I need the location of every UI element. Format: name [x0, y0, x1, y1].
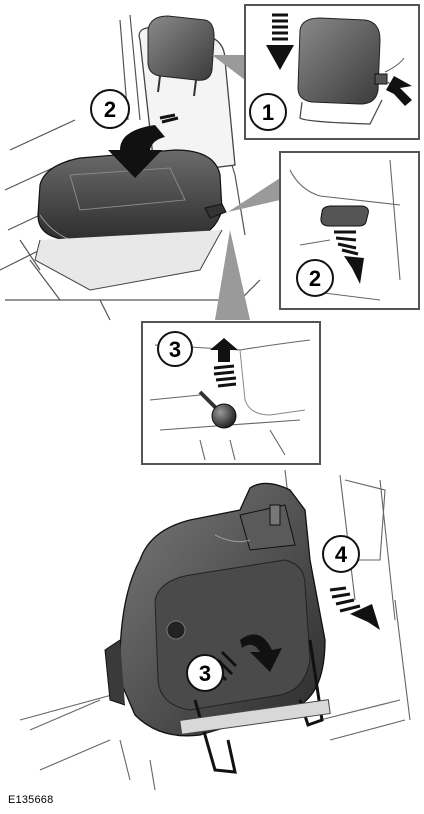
top-scene: 2: [0, 15, 280, 320]
figure-id-label: E135668: [8, 794, 53, 806]
callout-step-1: 1: [250, 94, 286, 130]
svg-text:2: 2: [309, 266, 321, 291]
svg-text:3: 3: [199, 661, 211, 686]
tumble-seat-arrow: [330, 588, 380, 630]
folded-seat: [105, 483, 325, 735]
inset-cushion-release: 2: [280, 152, 419, 309]
callout-step-3-lever: 3: [158, 332, 192, 366]
svg-text:4: 4: [335, 542, 348, 567]
inset-lever: 3: [142, 322, 320, 464]
svg-text:2: 2: [104, 97, 116, 122]
inset-headrest: 1: [245, 5, 419, 139]
svg-text:3: 3: [169, 337, 181, 362]
callout-step-2-cushion: 2: [297, 260, 333, 296]
callout-step-3-fold: 3: [187, 655, 223, 691]
bottom-scene: 3 4: [20, 470, 410, 790]
svg-text:1: 1: [262, 100, 274, 125]
callout-step-4: 4: [323, 536, 359, 572]
callout-step-2-seat: 2: [91, 90, 129, 128]
inset-pointer-lever: [215, 230, 250, 320]
